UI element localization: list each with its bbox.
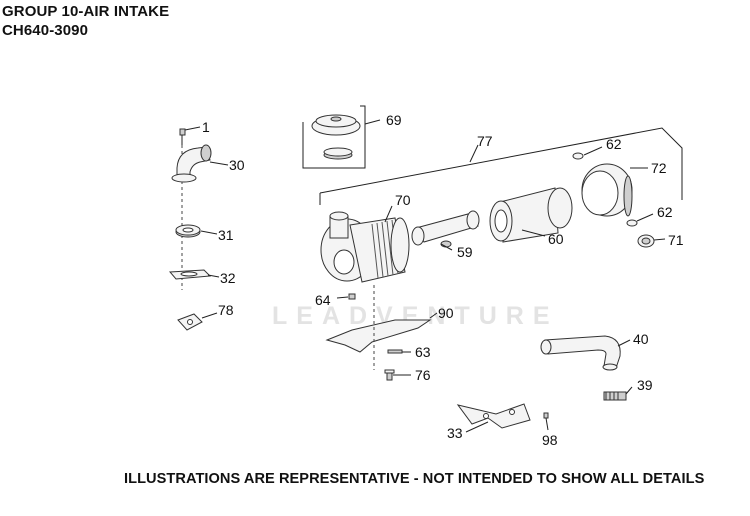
callout-63[interactable]: 63 (415, 344, 431, 360)
callout-98[interactable]: 98 (542, 432, 558, 448)
engine-model: CH640-3090 (2, 22, 89, 39)
callout-32[interactable]: 32 (220, 270, 236, 286)
part-72-housing-cover[interactable] (581, 163, 633, 217)
disclaimer-footer: ILLUSTRATIONS ARE REPRESENTATIVE - NOT I… (124, 471, 705, 487)
callout-64[interactable]: 64 (315, 292, 331, 308)
part-69-cover-kit[interactable] (302, 105, 366, 169)
callout-33[interactable]: 33 (447, 425, 463, 441)
part-98-screw[interactable] (543, 412, 549, 419)
part-33-bracket[interactable] (456, 403, 531, 429)
callout-78[interactable]: 78 (218, 302, 234, 318)
callout-30[interactable]: 30 (229, 157, 245, 173)
part-78-plate[interactable] (177, 313, 203, 331)
part-30-elbow[interactable] (171, 144, 212, 183)
callout-77[interactable]: 77 (477, 133, 493, 149)
callout-1[interactable]: 1 (202, 119, 210, 135)
callout-72[interactable]: 72 (651, 160, 667, 176)
callout-71[interactable]: 71 (668, 232, 684, 248)
part-62-clip-upper[interactable] (572, 152, 584, 160)
part-71-valve[interactable] (637, 234, 655, 248)
part-32-gasket[interactable] (168, 269, 212, 280)
part-90-shield[interactable] (325, 319, 432, 353)
callout-39[interactable]: 39 (637, 377, 653, 393)
part-63-washer[interactable] (387, 349, 403, 354)
callout-60[interactable]: 60 (548, 231, 564, 247)
callout-76[interactable]: 76 (415, 367, 431, 383)
callout-62-upper[interactable]: 62 (606, 136, 622, 152)
callout-59[interactable]: 59 (457, 244, 473, 260)
part-40-hose[interactable] (540, 335, 621, 371)
part-62-clip-lower[interactable] (626, 219, 638, 227)
part-59-precleaner[interactable] (411, 210, 480, 248)
callout-40[interactable]: 40 (633, 331, 649, 347)
part-1-screw[interactable] (179, 128, 186, 145)
part-31-adapter[interactable] (175, 224, 201, 238)
part-70-air-cleaner-housing[interactable] (320, 211, 410, 283)
part-76-screw[interactable] (384, 369, 395, 381)
callout-31[interactable]: 31 (218, 227, 234, 243)
part-39-clamp[interactable] (603, 391, 627, 401)
callout-69[interactable]: 69 (386, 112, 402, 128)
callout-62-lower[interactable]: 62 (657, 204, 673, 220)
callout-90[interactable]: 90 (438, 305, 454, 321)
part-60-filter-element[interactable] (489, 187, 573, 243)
diagram-title: GROUP 10-AIR INTAKE (2, 3, 170, 20)
part-64-nut[interactable] (348, 293, 356, 300)
callout-70[interactable]: 70 (395, 192, 411, 208)
